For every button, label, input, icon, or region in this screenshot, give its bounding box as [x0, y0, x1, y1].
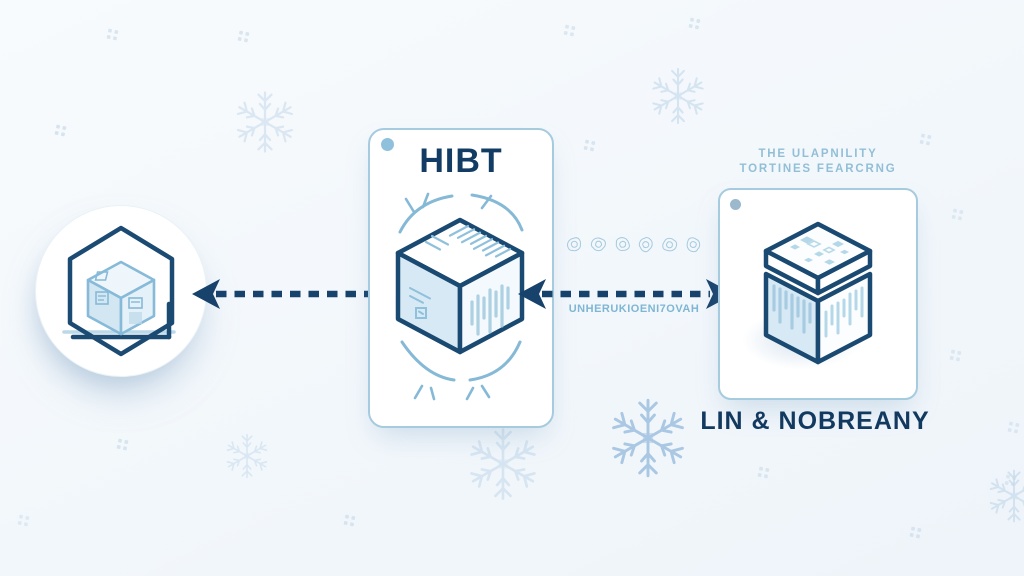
- sparkle-dots-icon: [563, 23, 576, 41]
- snowflake-icon: [229, 86, 301, 163]
- right-card-caption: LIN & NOBREANY: [700, 407, 930, 435]
- lidded-box-icon: [763, 221, 873, 365]
- sparkle-dots-icon: [909, 525, 922, 543]
- snowflake-icon: [645, 63, 711, 134]
- sparkle-dots-icon: [583, 138, 596, 156]
- right-card-overline: THE ULAPNILITY TORTINES FEARCRNG: [708, 147, 928, 177]
- snowflake-icon: [602, 392, 694, 489]
- hexagon-cube-icon: [62, 225, 176, 357]
- card-corner-dot: [381, 138, 394, 151]
- overline-line2: TORTINES FEARCRNG: [739, 163, 897, 175]
- sparkle-dots-icon: [949, 348, 962, 366]
- sparkle-dots-icon: [688, 16, 701, 34]
- sparkle-dots-icon: [106, 27, 119, 45]
- connector-label: UNHERUKIOENI7OVAH: [568, 303, 700, 315]
- snowflake-icon: [983, 465, 1024, 532]
- left-node-circle: [35, 205, 207, 377]
- scribble-doodle-icon: [685, 236, 702, 258]
- scribble-doodle-icon: [661, 236, 678, 258]
- snowflake-icon: [221, 430, 273, 487]
- right-card: [718, 188, 918, 400]
- overline-line1: THE ULAPNILITY: [758, 148, 878, 160]
- sparkle-dots-icon: [54, 123, 67, 141]
- card-corner-dot: [730, 199, 741, 210]
- sparkle-dots-icon: [237, 29, 250, 47]
- center-card: HIBT: [368, 128, 554, 428]
- scribble-doodle-icon: [590, 236, 607, 258]
- sparkle-dots-icon: [951, 207, 964, 225]
- sparkle-dots-icon: [1007, 420, 1020, 438]
- scribble-doodle-icon: [566, 236, 583, 258]
- sparkle-dots-icon: [343, 513, 356, 531]
- scribble-doodle-icon: [637, 236, 654, 258]
- scribble-doodle-icon: [614, 236, 631, 258]
- sparkle-dots-icon: [1004, 473, 1017, 491]
- sparkle-dots-icon: [17, 513, 30, 531]
- sparkle-dots-icon: [116, 437, 129, 455]
- doodle-icon-row: [566, 236, 702, 258]
- sparkle-dots-icon: [757, 465, 770, 483]
- snowflake-icon: [461, 422, 545, 511]
- center-card-title: HIBT: [419, 142, 503, 180]
- package-box-icon: [395, 192, 525, 401]
